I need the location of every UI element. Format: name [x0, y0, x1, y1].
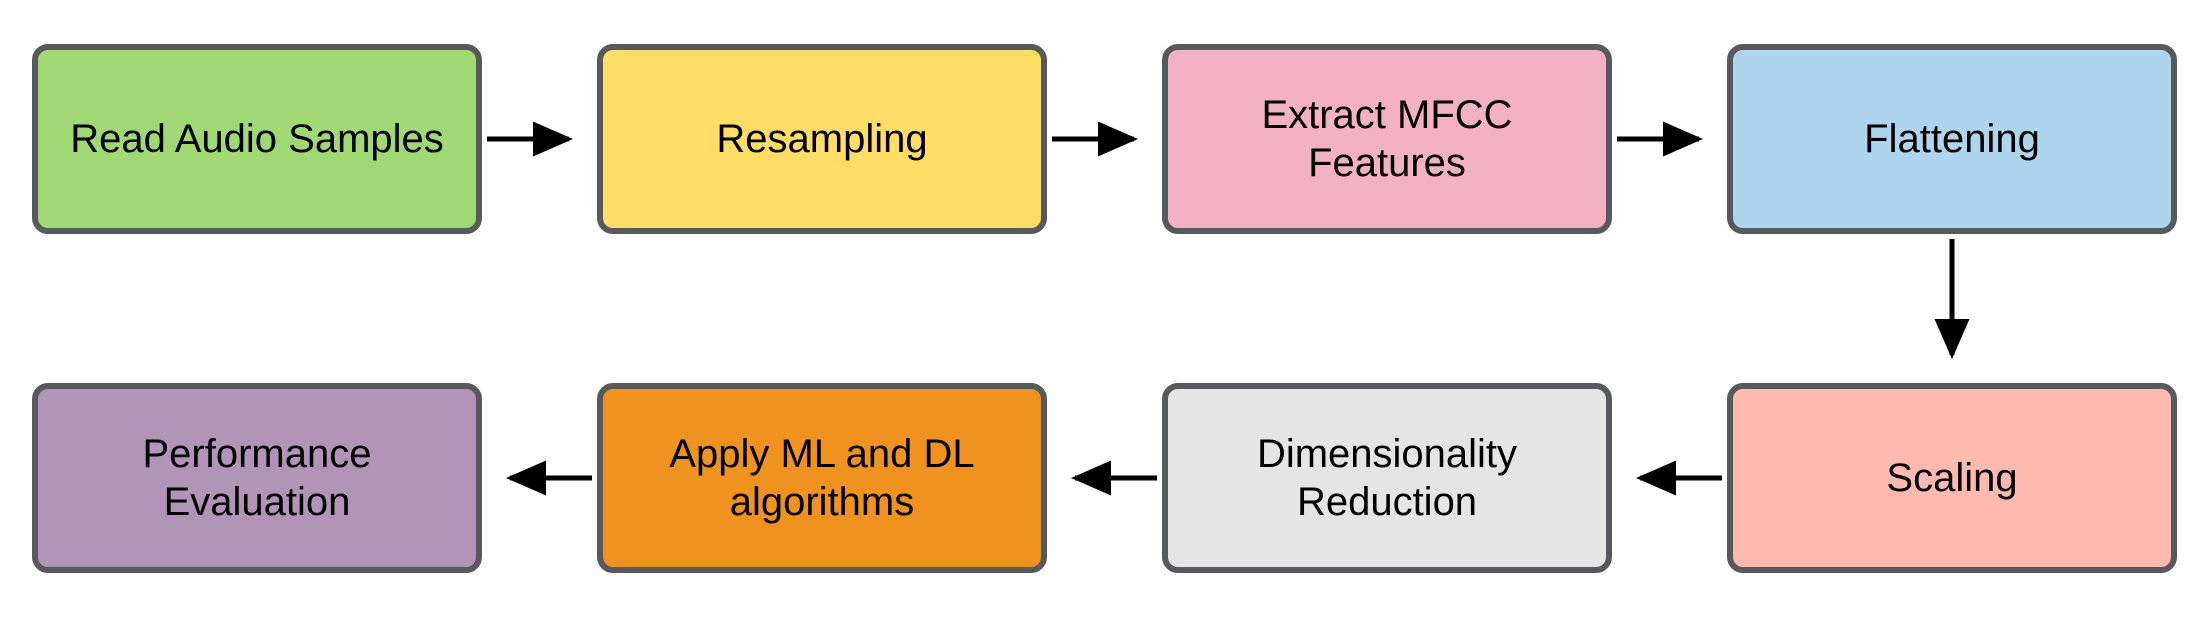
node-flattening: Flattening [1727, 44, 2177, 234]
node-label: Apply ML and DL algorithms [669, 432, 975, 524]
node-read-audio-samples: Read Audio Samples [32, 44, 482, 234]
node-label: Dimensionality Reduction [1256, 432, 1518, 524]
node-label: Extract MFCC Features [1261, 93, 1513, 185]
node-apply-ml-dl-algorithms: Apply ML and DL algorithms [597, 383, 1047, 573]
node-dimensionality-reduction: Dimensionality Reduction [1162, 383, 1612, 573]
node-label: Scaling [1886, 456, 2018, 500]
node-extract-mfcc-features: Extract MFCC Features [1162, 44, 1612, 234]
node-resampling: Resampling [597, 44, 1047, 234]
node-label: Read Audio Samples [70, 117, 444, 161]
node-performance-evaluation: Performance Evaluation [32, 383, 482, 573]
node-label: Resampling [716, 117, 928, 161]
node-scaling: Scaling [1727, 383, 2177, 573]
node-label: Flattening [1864, 117, 2040, 161]
node-label: Performance Evaluation [142, 432, 372, 524]
